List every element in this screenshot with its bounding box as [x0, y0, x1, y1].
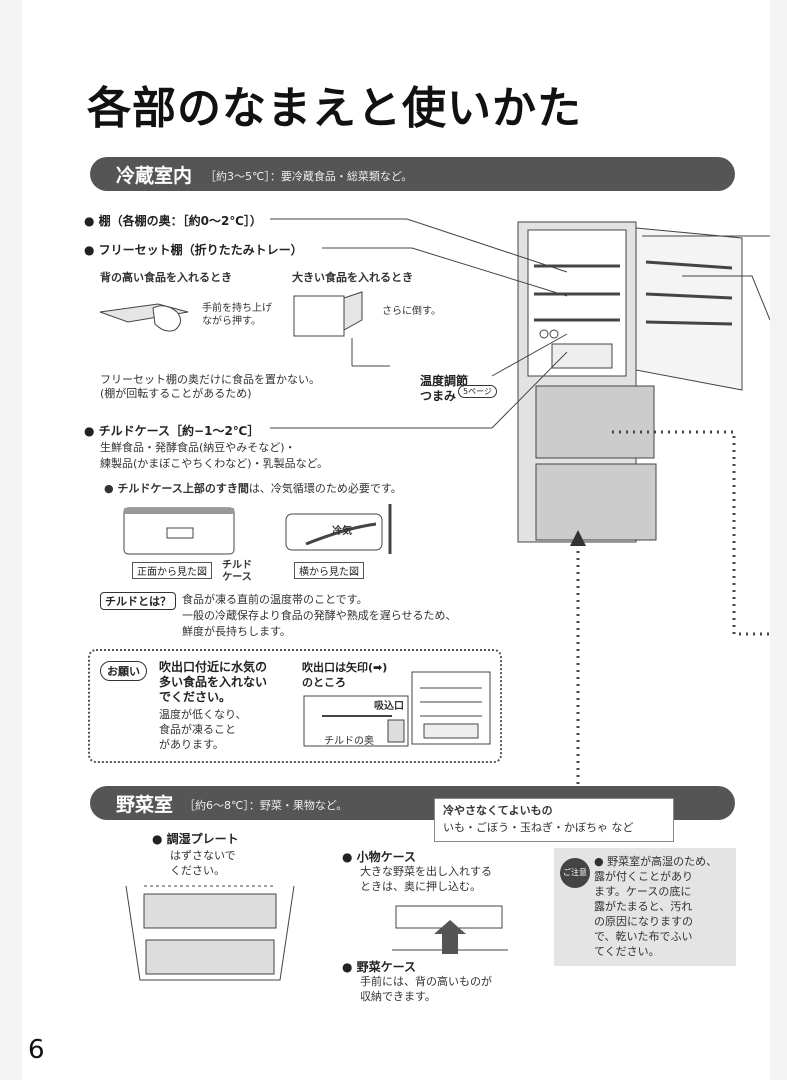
chilled-back-label: チルドの奥: [324, 736, 374, 747]
caution-text: ● 野菜室が高湿のため、 露が付くことがあり ます。ケースの底に 露がたまると、…: [594, 855, 718, 958]
request-tag: お願い: [100, 661, 147, 681]
fridge-interior-mini-illustration: [411, 671, 491, 745]
humidity-plate-label: ● 調湿プレート: [152, 832, 239, 846]
no-chill-callout-title: 冷やさなくてよいもの: [443, 804, 553, 817]
outlet-illustration: [303, 695, 409, 747]
caution-tag: ご注意: [560, 858, 590, 888]
chilled-desc-1: 生鮮食品・発酵食品(納豆やみそなど)・: [100, 441, 296, 454]
gap-note-bold: ● チルドケース上部のすき間: [104, 482, 249, 495]
freeset-note-1: フリーセット棚の奥だけに食品を置かない。: [100, 373, 320, 386]
cold-air-label: 冷気: [332, 526, 352, 537]
caution-note: ご注意 ● 野菜室が高湿のため、 露が付くことがあり ます。ケースの底に 露がた…: [554, 848, 736, 966]
manual-page: 各部のなまえと使いかた 冷蔵室内 ［約3〜5℃］：要冷蔵食品・総菜類など。 ● …: [22, 0, 770, 1080]
veg-section-heading: 野菜室: [116, 794, 174, 816]
intake-label: 吸込口: [374, 701, 404, 712]
freeset-shelf-label: ● フリーセット棚（折りたたみトレー）: [84, 243, 303, 257]
chilled-case-tag: チルド ケース: [222, 560, 252, 583]
fridge-section-band: 冷蔵室内 ［約3〜5℃］：要冷蔵食品・総菜類など。: [90, 157, 735, 191]
side-view-tag: 横から見た図: [294, 562, 364, 579]
request-reason-text: 温度が低くなり、 食品が凍ること があります。: [159, 708, 247, 751]
big-food-note: さらに倒す。: [382, 306, 441, 317]
page-number: 6: [28, 1035, 45, 1065]
small-case-illustration: [392, 905, 508, 954]
temp-page-ref[interactable]: 5ページ: [458, 385, 497, 398]
outlet-note: 吹出口は矢印(➡) のところ: [302, 661, 388, 689]
temp-knob-label-2: つまみ: [420, 389, 457, 403]
tall-food-note: 手前を持ち上げ ながら押す。: [202, 303, 272, 327]
no-chill-callout-text: いも・ごぼう・玉ねぎ・かぼちゃ など: [443, 821, 634, 834]
fridge-section-heading: 冷蔵室内: [116, 165, 193, 187]
tall-food-title: 背の高い食品を入れるとき: [100, 271, 232, 284]
fridge-section-sub: ［約3〜5℃］：要冷蔵食品・総菜類など。: [205, 170, 413, 183]
front-view-tag: 正面から見た図: [132, 562, 212, 579]
veg-case-note: 手前には、背の高いものが 収納できます。: [360, 975, 492, 1003]
chilled-desc-2: 練製品(かまぼこやちくわなど)・乳製品など。: [100, 457, 329, 470]
chilled-side-view-illustration: [285, 504, 392, 554]
gap-note: ● チルドケース上部のすき間は、冷気循環のため必要です。: [104, 481, 402, 496]
refrigerator-illustration: [517, 221, 743, 543]
veg-case-label: ● 野菜ケース: [342, 960, 417, 974]
what-is-chilled-tag: チルドとは？: [100, 592, 176, 610]
page-title: 各部のなまえと使いかた: [87, 83, 582, 134]
shelf-label: ● 棚（各棚の奥：［約0〜2℃］）: [84, 214, 262, 228]
big-food-illustration: [293, 291, 390, 367]
temp-knob-label: 温度調節: [420, 374, 469, 388]
humidity-plate-note: はずさないで ください。: [170, 849, 236, 877]
big-food-title: 大きい食品を入れるとき: [292, 271, 413, 284]
chilled-explanation-1: 食品が凍る直前の温度帯のことです。: [182, 593, 368, 606]
veg-drawer-illustration: [125, 885, 295, 981]
small-case-note: 大きな野菜を出し入れする ときは、奥に押し込む。: [360, 865, 492, 893]
veg-section-sub: ［約6〜8℃］：野菜・果物など。: [184, 799, 348, 812]
chilled-front-view-illustration: [123, 507, 235, 555]
request-box: [88, 649, 502, 763]
no-chill-callout: 冷やさなくてよいもの いも・ごぼう・玉ねぎ・かぼちゃ など: [434, 798, 674, 842]
request-bold-text: 吹出口付近に水気の 多い食品を入れない でください。: [159, 660, 268, 704]
chilled-case-label: ● チルドケース［約−1〜2℃］: [84, 424, 260, 438]
tall-food-illustration: [99, 303, 189, 332]
chilled-explanation-3: 鮮度が長持ちします。: [182, 625, 291, 638]
chilled-explanation-2: 一般の冷蔵保存より食品の発酵や熟成を遅らせるため、: [182, 609, 457, 622]
gap-note-rest: は、冷気循環のため必要です。: [248, 482, 402, 495]
freeset-note-2: (棚が回転することがあるため): [100, 387, 252, 400]
small-case-label: ● 小物ケース: [342, 850, 417, 864]
leader-lines: [270, 218, 770, 784]
